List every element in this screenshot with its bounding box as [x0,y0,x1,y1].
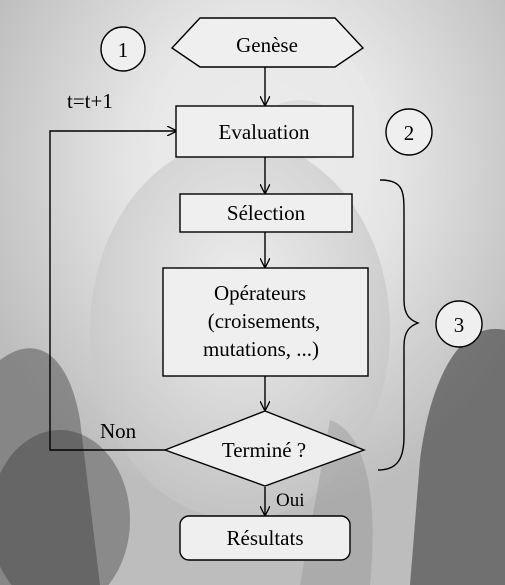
evaluation-node [175,105,354,158]
oui-label: Oui [276,490,305,511]
non-label: Non [100,419,137,443]
genese-node [170,17,365,68]
loop-increment-label: t=t+1 [67,89,113,113]
selection-node [179,193,353,233]
operateurs-label-line1: Opérateurs [214,281,306,305]
selection-label: Sélection [227,201,306,225]
resultats-label: Résultats [227,526,304,550]
step-3-marker [435,300,483,348]
resultats-node [179,515,351,561]
termine-decision-node [163,410,366,487]
step-1-marker [100,26,146,72]
step-2-marker [385,108,433,156]
termine-label: Terminé ? [222,438,306,462]
evaluation-label: Evaluation [219,120,310,144]
operateurs-label-line3: mutations, ...) [203,337,319,361]
operateurs-label-line2: (croisements, [208,309,321,333]
operateurs-node [162,267,369,377]
step-1-number: 1 [118,38,129,62]
group-brace [377,179,420,471]
genese-label: Genèse [236,33,298,57]
step-3-number: 3 [454,313,465,337]
step-2-number: 2 [404,121,415,145]
loop-back-edge [49,131,176,451]
